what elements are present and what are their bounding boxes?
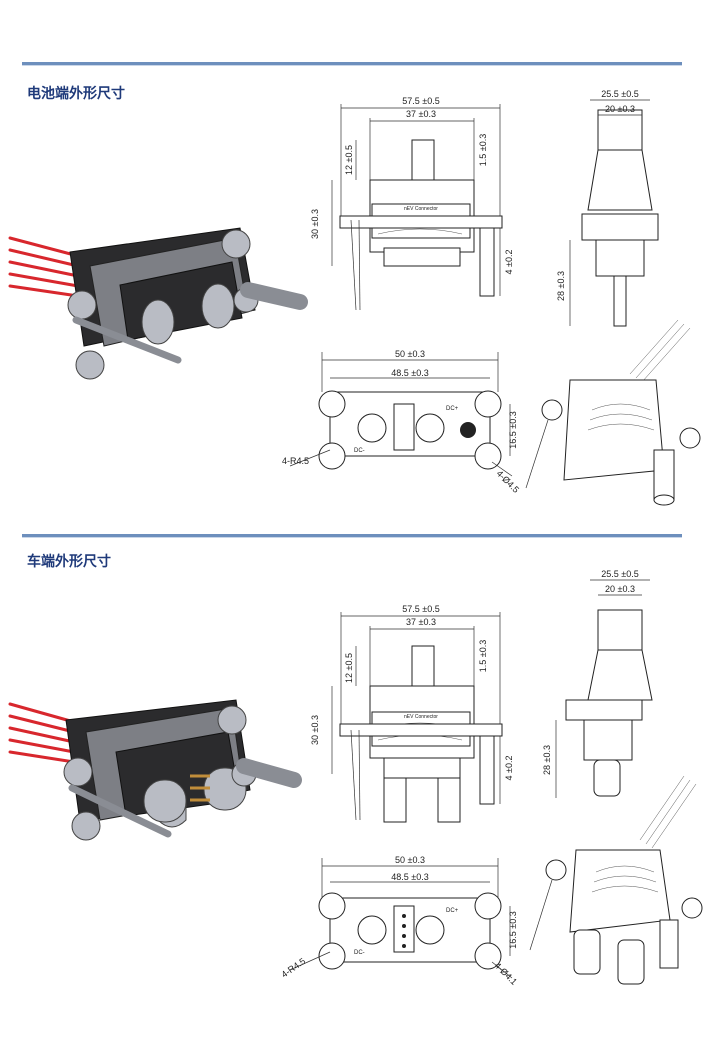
dim-side-outer: 25.5 ±0.5 xyxy=(601,569,638,579)
dim-bottom-radius: 4-R4.5 xyxy=(282,456,309,466)
dim-front-inner: 37 ±0.3 xyxy=(406,617,436,627)
battery-iso-view xyxy=(525,319,701,506)
dim-front-foot: 4 ±0.2 xyxy=(504,756,514,781)
brand-label: nEV Connector xyxy=(404,206,438,212)
section-divider xyxy=(22,62,682,66)
section-title: 电池端外形尺寸 xyxy=(27,86,125,102)
vehicle-side-3d-view xyxy=(8,699,302,841)
polarity-label: DC+ xyxy=(446,406,459,412)
vehicle-front-view: 57.5 ±0.5 37 ±0.3 12 ±0.5 1.5 ±0.3 30 ±0… xyxy=(310,604,514,823)
dim-side-outer: 25.5 ±0.5 xyxy=(601,89,638,99)
brand-label: nEV Connector xyxy=(404,714,438,720)
dim-front-width: 57.5 ±0.5 xyxy=(402,604,439,614)
battery-side-3d-view xyxy=(8,227,308,380)
dim-bottom-outer: 50 ±0.3 xyxy=(395,855,425,865)
dim-front-top: 12 ±0.5 xyxy=(344,145,354,175)
dim-bottom-vertical: 16.5 ±0.3 xyxy=(508,411,518,448)
dim-side-inner: 20 ±0.3 xyxy=(605,584,635,594)
dim-side-height: 28 ±0.3 xyxy=(556,271,566,301)
polarity-label: DC- xyxy=(354,950,365,956)
dim-side-height: 28 ±0.3 xyxy=(542,745,552,775)
vehicle-side-view: 25.5 ±0.5 20 ±0.3 28 ±0.3 xyxy=(542,569,653,798)
dim-front-inner: 37 ±0.3 xyxy=(406,109,436,119)
dim-front-pin: 1.5 ±0.3 xyxy=(478,640,488,672)
dim-front-width: 57.5 ±0.5 xyxy=(402,96,439,106)
dim-bottom-inner: 48.5 ±0.3 xyxy=(391,368,428,378)
section-title: 车端外形尺寸 xyxy=(27,554,111,570)
dim-front-pin: 1.5 ±0.3 xyxy=(478,134,488,166)
battery-front-view: 57.5 ±0.5 37 ±0.3 12 ±0.5 1.5 ±0.3 30 ±0… xyxy=(310,96,514,311)
dim-side-inner: 20 ±0.3 xyxy=(605,104,635,114)
dim-front-foot: 4 ±0.2 xyxy=(504,250,514,275)
dim-bottom-hole: 4-Ø4.1 xyxy=(493,960,520,987)
dim-bottom-outer: 50 ±0.3 xyxy=(395,349,425,359)
dim-front-height: 30 ±0.3 xyxy=(310,715,320,745)
dim-bottom-vertical: 16.5 ±0.3 xyxy=(508,911,518,948)
dim-bottom-radius: 4-R4.5 xyxy=(279,956,307,980)
dim-bottom-inner: 48.5 ±0.3 xyxy=(391,872,428,882)
dim-front-top: 12 ±0.5 xyxy=(344,653,354,683)
dim-bottom-hole: 4-Ø4.5 xyxy=(495,468,522,495)
vehicle-bottom-view: 50 ±0.3 48.5 ±0.3 16.5 ±0.3 4-R4.5 4-Ø4.… xyxy=(279,855,519,987)
polarity-label: DC+ xyxy=(446,908,459,914)
polarity-label: DC- xyxy=(354,448,365,454)
section-divider xyxy=(22,534,682,538)
vehicle-iso-view xyxy=(529,775,703,985)
battery-bottom-view: 50 ±0.3 48.5 ±0.3 16.5 ±0.3 4-R4.5 4-Ø4.… xyxy=(282,349,521,495)
battery-side-view: 25.5 ±0.5 20 ±0.3 28 ±0.3 xyxy=(556,89,659,327)
dim-front-height: 30 ±0.3 xyxy=(310,209,320,239)
